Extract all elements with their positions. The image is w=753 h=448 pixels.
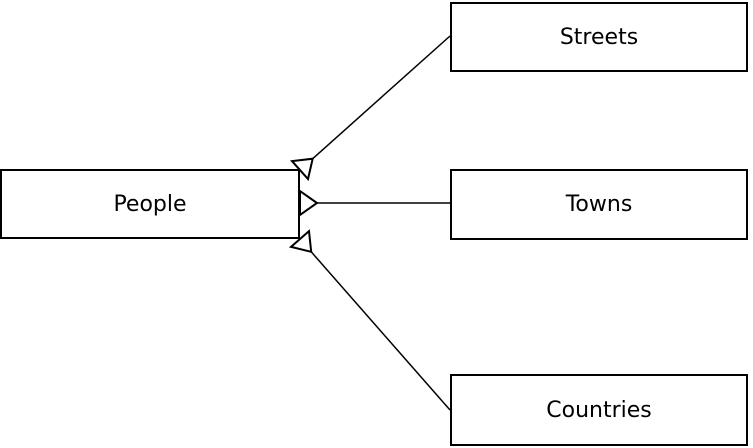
node-countries[interactable]: Countries: [450, 374, 748, 446]
edge-line-people-streets: [312, 35, 451, 160]
node-streets[interactable]: Streets: [450, 2, 748, 72]
hollow-triangle-arrowhead-streets: [289, 157, 314, 182]
edge-people-streets: [289, 35, 451, 182]
node-towns[interactable]: Towns: [450, 169, 748, 240]
node-streets-label: Streets: [559, 24, 639, 50]
node-towns-label: Towns: [565, 192, 633, 217]
hollow-triangle-arrowhead-towns: [299, 189, 319, 217]
edge-line-people-countries: [310, 251, 451, 411]
edge-people-countries: [288, 229, 451, 411]
hollow-triangle-arrowhead-countries: [288, 229, 313, 254]
node-people-label: People: [113, 191, 187, 217]
node-people[interactable]: People: [0, 169, 300, 239]
node-countries-label: Countries: [546, 397, 652, 423]
edge-people-towns: [299, 189, 450, 217]
